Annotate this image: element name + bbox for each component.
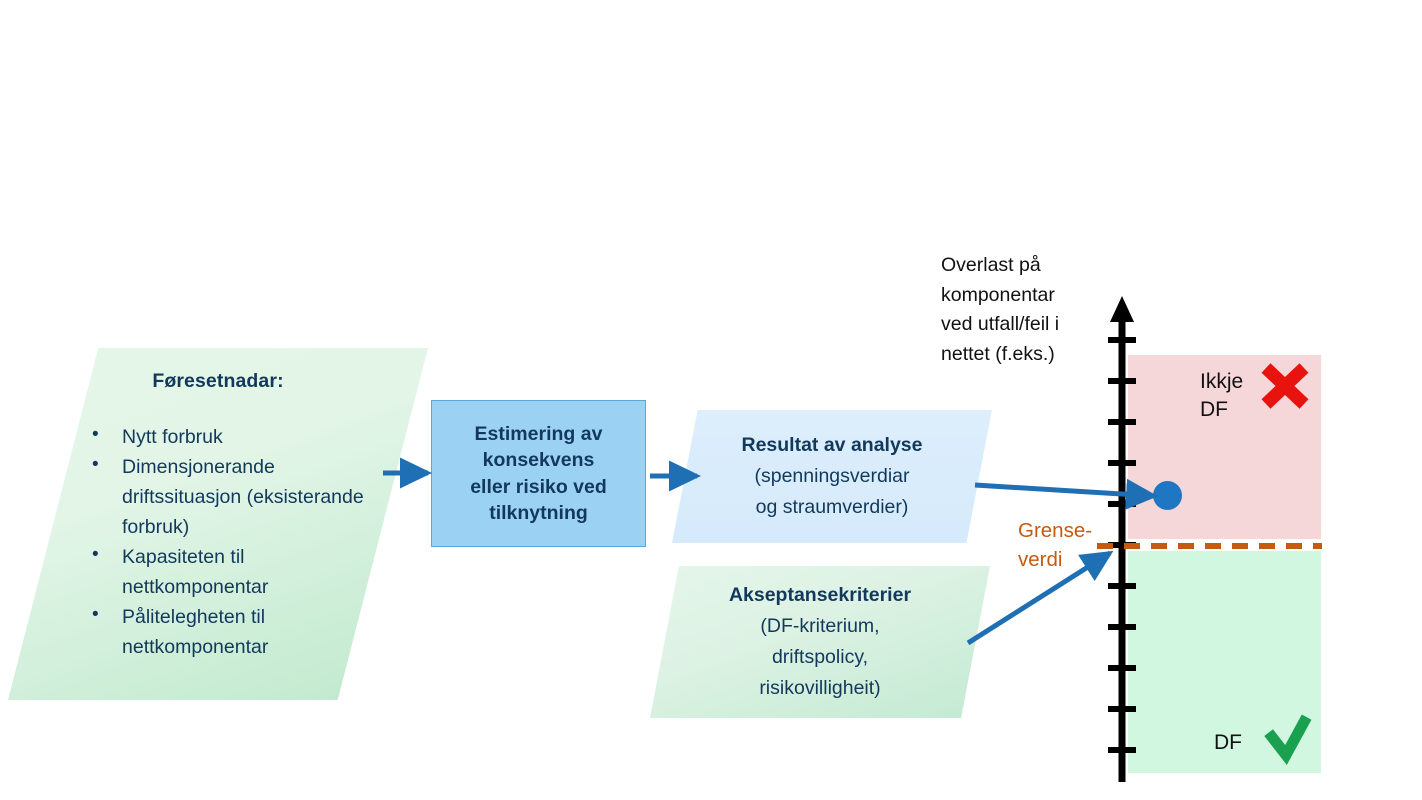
band-not-df-label-line-1: Ikkje (1200, 370, 1244, 393)
estimation-line-3: eller risiko ved (470, 475, 607, 498)
axis-arrowhead (1110, 296, 1134, 322)
vertical-axis (1108, 296, 1136, 782)
list-item: Dimensjonerande driftssituasjon (eksiste… (88, 450, 394, 542)
band-not-df-label-line-2: DF (1200, 398, 1228, 421)
result-body (672, 410, 992, 543)
assumptions-heading: Føresetnadar: (152, 370, 284, 392)
axis-caption: Overlast på komponentar ved utfall/feil … (941, 251, 1116, 369)
estimation-line-2: konsekvens (482, 449, 595, 471)
band-not-df-label: Ikkje DF (1200, 368, 1243, 424)
limit-value-label-line-1: Grense- (1018, 519, 1093, 542)
estimation-body (431, 400, 646, 547)
criteria-line-2: (DF-kriterium, (760, 615, 880, 637)
criteria-line-4: risikovilligheit) (759, 677, 881, 699)
axis-caption-line-1: Overlast på (941, 254, 1041, 276)
criteria-title: Akseptansekriterier (728, 584, 912, 606)
list-item: Pålitelegheten til nettkomponentar (88, 600, 394, 662)
arrow-result-to-marker (974, 478, 1158, 510)
limit-value-label-line-2: verdi (1018, 548, 1063, 571)
band-df (1128, 551, 1321, 773)
list-item: Kapasiteten til nettkomponentar (88, 540, 394, 602)
assumptions-shape: Føresetnadar: Nytt forbruk Dimensjoneran… (8, 348, 431, 703)
criteria-line-3: driftspolicy, (771, 646, 869, 668)
criteria-text: Akseptansekriterier (DF-kriterium, drift… (650, 566, 990, 718)
result-line-3: og straumverdier) (755, 496, 909, 518)
result-text: Resultat av analyse (spenningsverdiar og… (672, 410, 992, 543)
band-df-label: DF (1214, 731, 1242, 754)
list-item: Nytt forbruk (88, 420, 394, 452)
result-line-2: (spenningsverdiar (754, 465, 910, 487)
criteria-shape: Akseptansekriterier (DF-kriterium, drift… (650, 566, 993, 721)
axis-caption-line-4: nettet (f.eks.) (941, 342, 1055, 365)
result-title: Resultat av analyse (741, 434, 923, 456)
axis-caption-line-2: komponentar (941, 283, 1055, 306)
arrow-criteria-to-limit (966, 550, 1114, 646)
estimation-line-4: tilknytning (489, 502, 588, 524)
result-shape: Resultat av analyse (spenningsverdiar og… (672, 410, 995, 546)
criteria-body (650, 566, 990, 718)
estimation-shape: Estimering av konsekvens eller risiko ve… (431, 400, 649, 550)
axis-caption-line-3: ved utfall/feil i (941, 313, 1060, 335)
assumptions-list: Nytt forbruk Dimensjonerande driftssitua… (88, 420, 394, 662)
axis-ticks (1108, 337, 1136, 753)
limit-value-label: Grense- verdi (1018, 516, 1110, 574)
estimation-text: Estimering av konsekvens eller risiko ve… (431, 400, 646, 547)
estimation-line-1: Estimering av (474, 422, 603, 445)
check-icon (1264, 714, 1312, 766)
cross-icon (1261, 363, 1309, 409)
